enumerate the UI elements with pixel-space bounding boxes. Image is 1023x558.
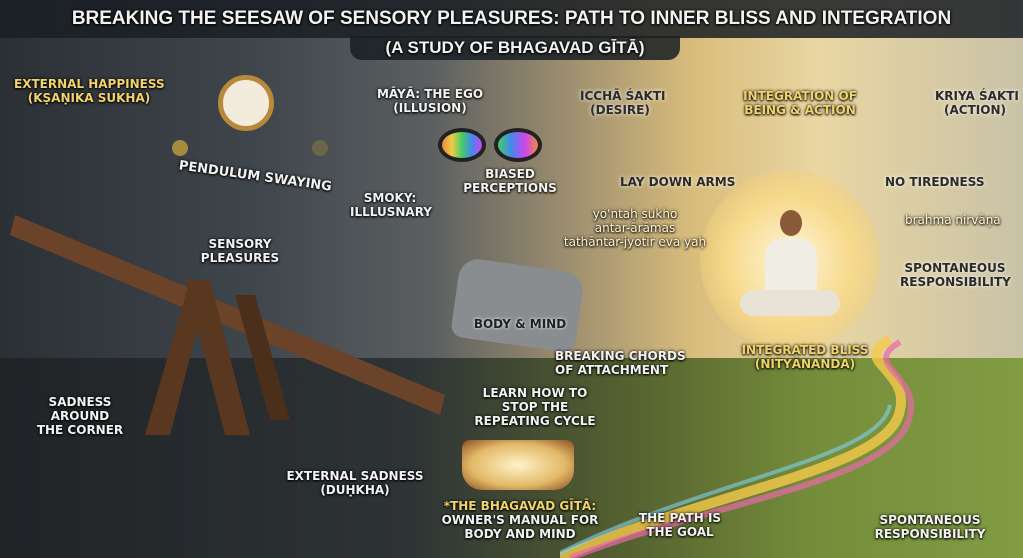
pendulum-clock [218,75,274,131]
label-smoky: SMOKY:ILLLUSNARY [350,191,432,219]
page-title: BREAKING THE SEESAW OF SENSORY PLEASURES… [71,8,952,29]
label-brahma-nirvana: brahma nirvāṇa [905,213,1001,227]
label-integrated-bliss: INTEGRATED BLISS(NITYĀNANDA) [741,343,869,371]
pendulum-bob-right [312,140,328,156]
label-body-mind: BODY & MIND [473,317,567,331]
bhagavad-gita-book [462,440,574,490]
label-external-sadness: EXTERNAL SADNESS(DUḤKHA) [286,469,424,497]
label-lay-down-arms: LAY DOWN ARMS [620,175,736,189]
seesaw [10,215,445,435]
meditating-figure [740,210,840,320]
pendulum-bob-left [172,140,188,156]
title-bar [0,0,1023,38]
label-kriya: KRIYA ŚAKTI(ACTION) [935,89,1019,117]
label-iccha: ICCHĀ ŚAKTI(DESIRE) [580,89,666,117]
rainbow-path [560,335,915,558]
label-no-tiredness: NO TIREDNESS [885,175,985,189]
subtitle-bar [350,36,680,60]
rainbow-glasses [438,128,542,162]
label-maya: MĀYĀ: THE EGO(ILLUSION) [376,87,484,115]
car [450,256,585,354]
page-subtitle: (A STUDY OF BHAGAVAD GĪTĀ) [385,38,645,57]
label-external-happiness: EXTERNAL HAPPINESS(KṢAṆIKA SUKHA) [14,77,165,105]
